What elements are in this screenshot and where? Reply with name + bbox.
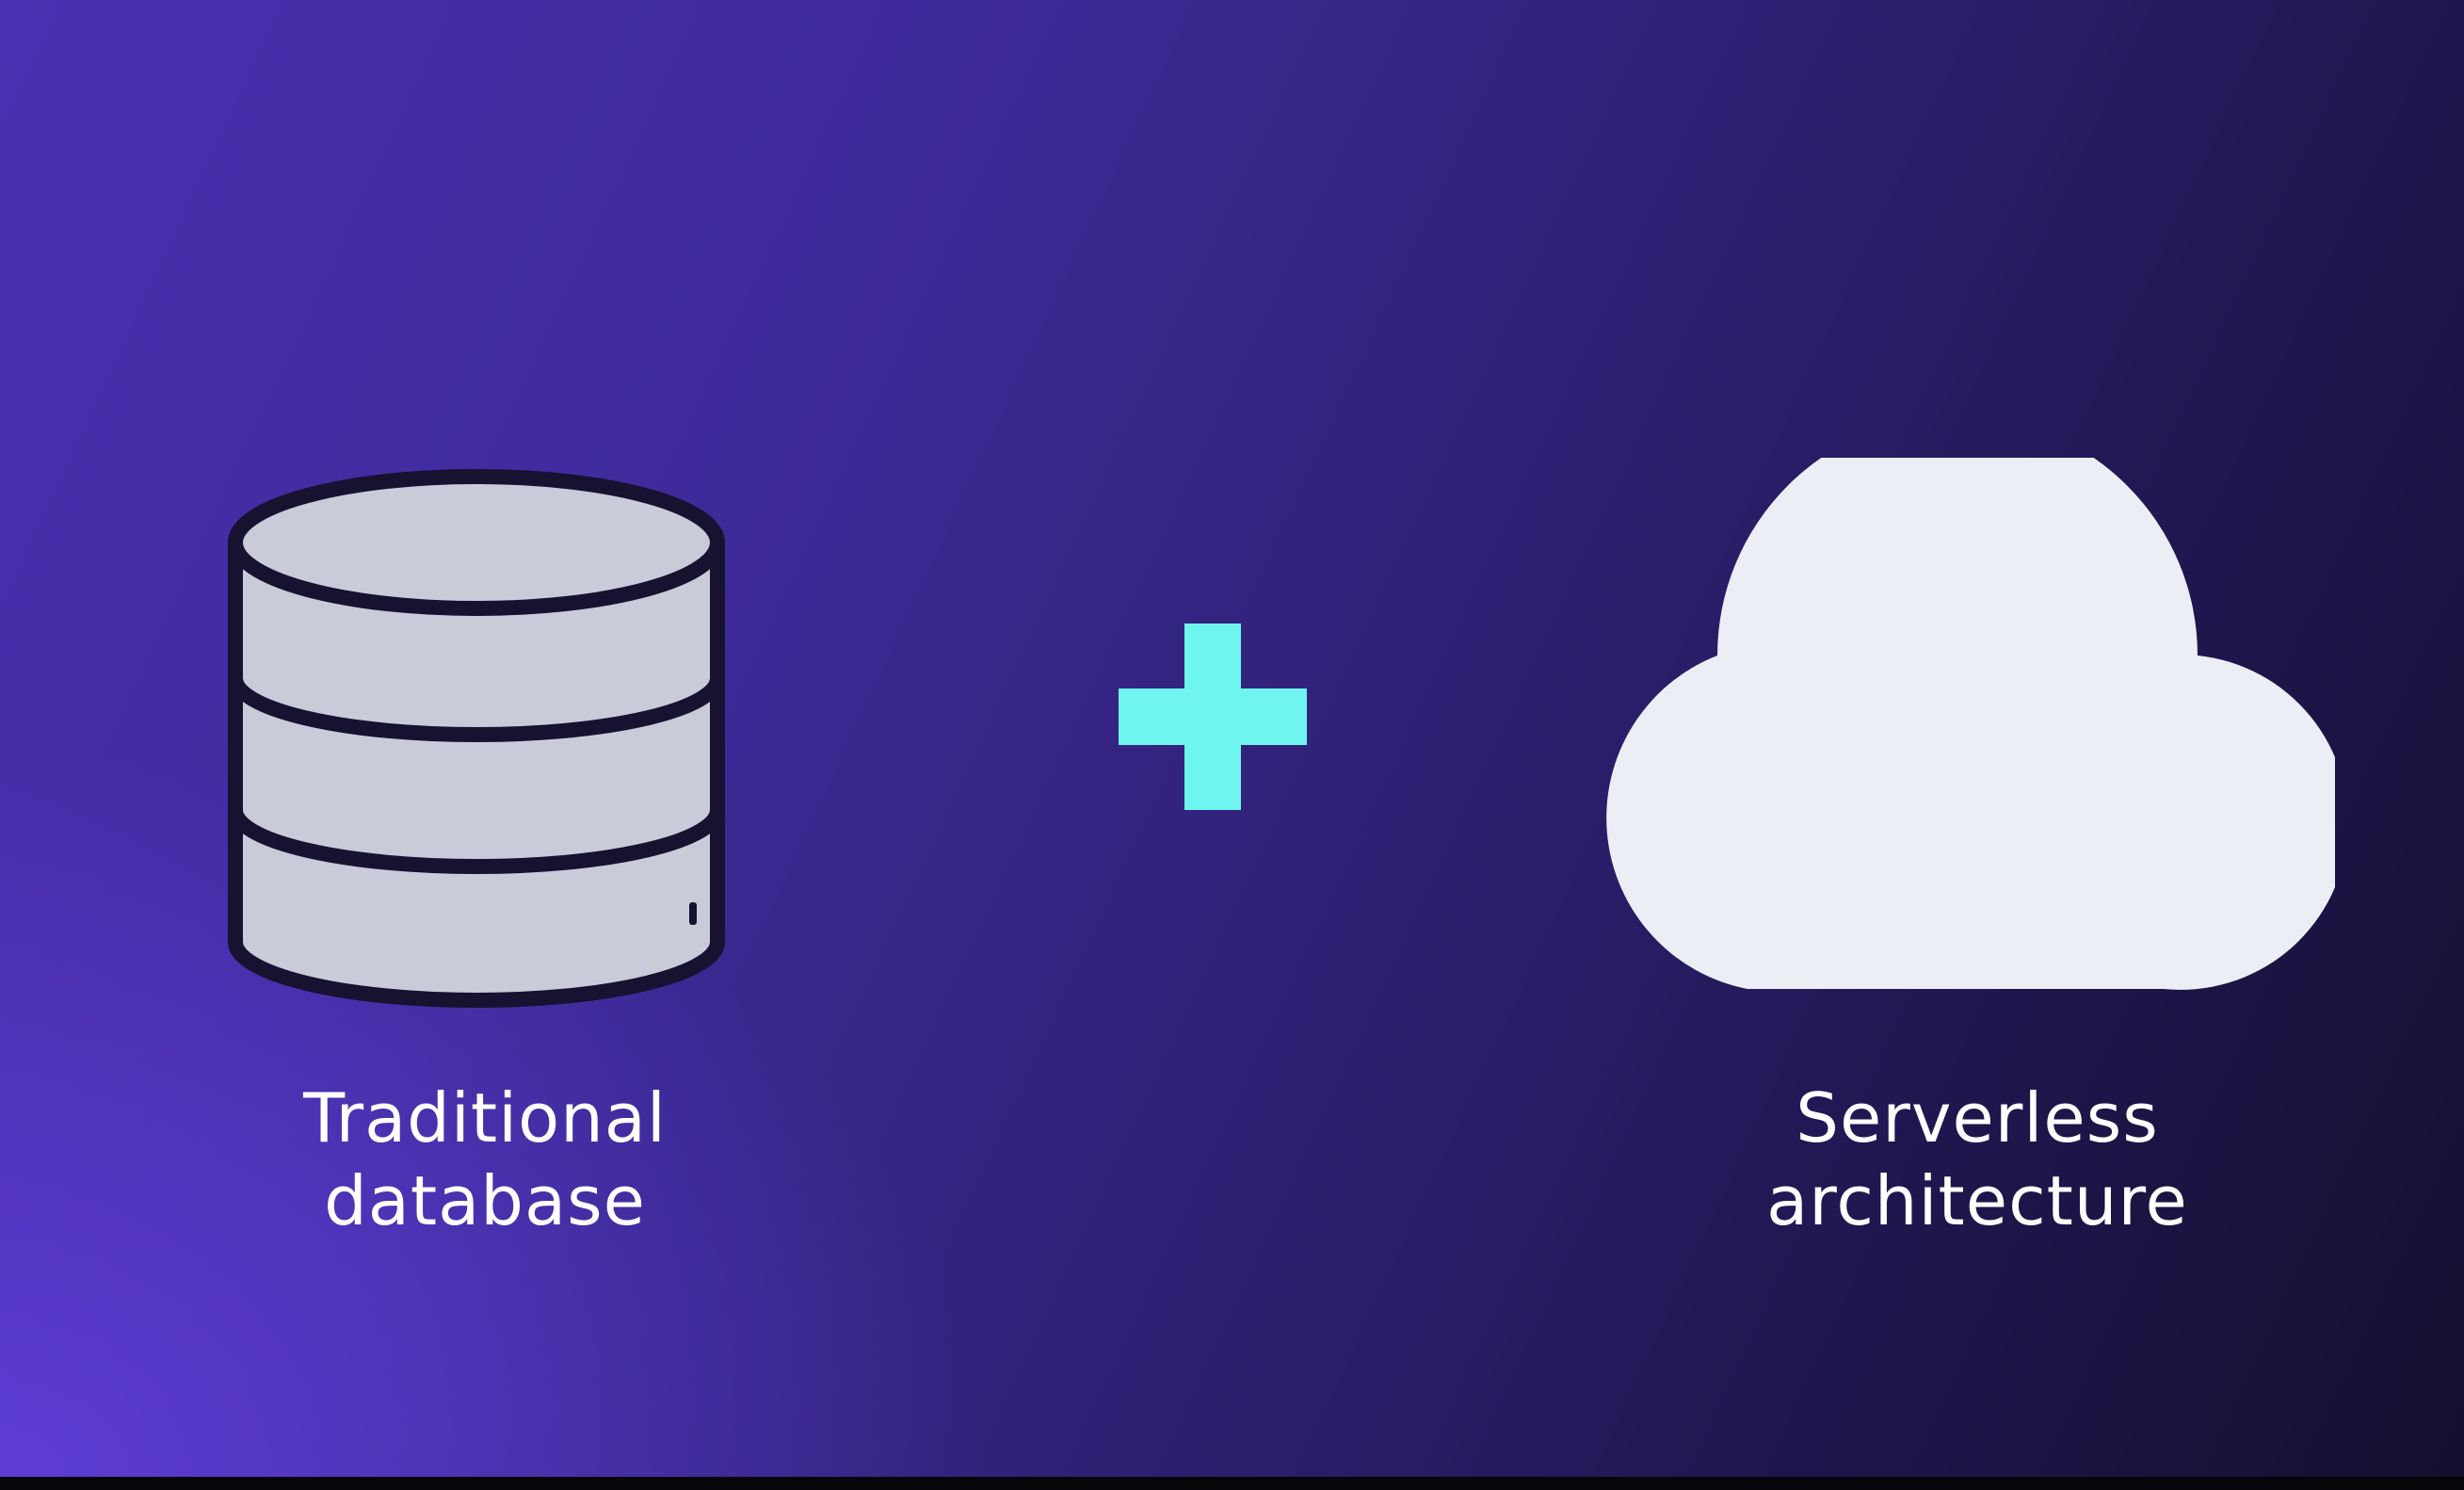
- database-icon: [228, 469, 725, 1008]
- label-line-2: database: [324, 1161, 646, 1240]
- label-line-2: architecture: [1766, 1161, 2188, 1240]
- label-line-1: Traditional: [303, 1078, 667, 1158]
- cloud-icon: [1606, 458, 2335, 990]
- bottom-bar: [0, 1477, 2464, 1490]
- traditional-database-label: Traditional database: [155, 1077, 814, 1242]
- serverless-architecture-label: Serverless architecture: [1648, 1077, 2307, 1242]
- plus-icon: [1119, 624, 1307, 810]
- label-line-1: Serverless: [1796, 1078, 2159, 1158]
